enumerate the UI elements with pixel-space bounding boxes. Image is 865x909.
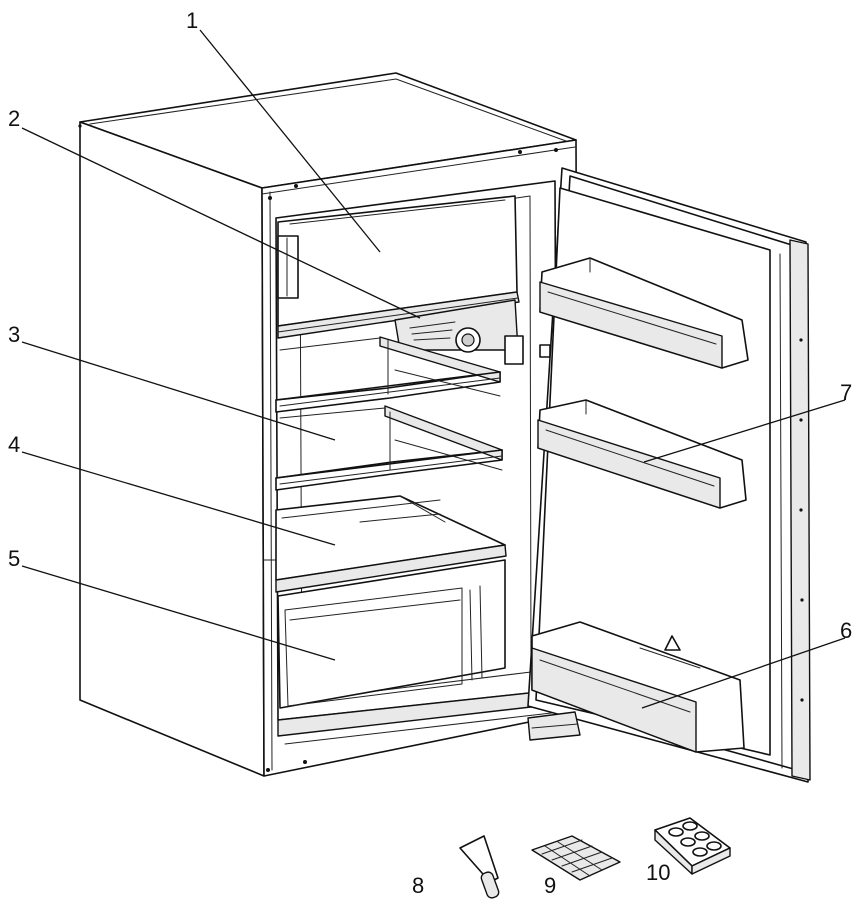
leader-4: [21, 451, 336, 546]
door-bottom-shelf: [531, 621, 745, 753]
thermostat-control: [394, 299, 551, 365]
leader-5: [21, 565, 336, 661]
callout-7: 7: [840, 380, 852, 405]
leader-6: [641, 637, 846, 709]
lower-glass-shelf: [275, 405, 503, 491]
leader-lines: [21, 29, 846, 709]
crisper-drawer: [277, 559, 506, 709]
callout-2: 2: [8, 106, 20, 131]
door-top-shelf: [539, 257, 749, 369]
upper-glass-shelf: [275, 336, 501, 413]
crisper-cover: [275, 495, 507, 593]
callout-6: 6: [840, 618, 852, 643]
callout-4: 4: [8, 432, 20, 457]
callout-1: 1: [186, 8, 198, 33]
callout-labels: 1 2 3 4 5 6 7 8 9 10: [8, 8, 852, 898]
callout-10: 10: [646, 860, 670, 885]
leader-7: [643, 399, 846, 463]
ice-scraper-accessory: [459, 835, 500, 899]
ice-cube-tray-accessory: [531, 835, 621, 881]
freezer-compartment: [277, 195, 520, 339]
callout-9: 9: [544, 873, 556, 898]
door-middle-shelf: [537, 399, 747, 509]
leader-3: [21, 341, 336, 441]
callout-3: 3: [8, 322, 20, 347]
leader-2: [21, 127, 421, 319]
leader-1: [199, 29, 381, 253]
callout-8: 8: [412, 873, 424, 898]
egg-tray-accessory: [654, 817, 731, 875]
callout-5: 5: [8, 546, 20, 571]
